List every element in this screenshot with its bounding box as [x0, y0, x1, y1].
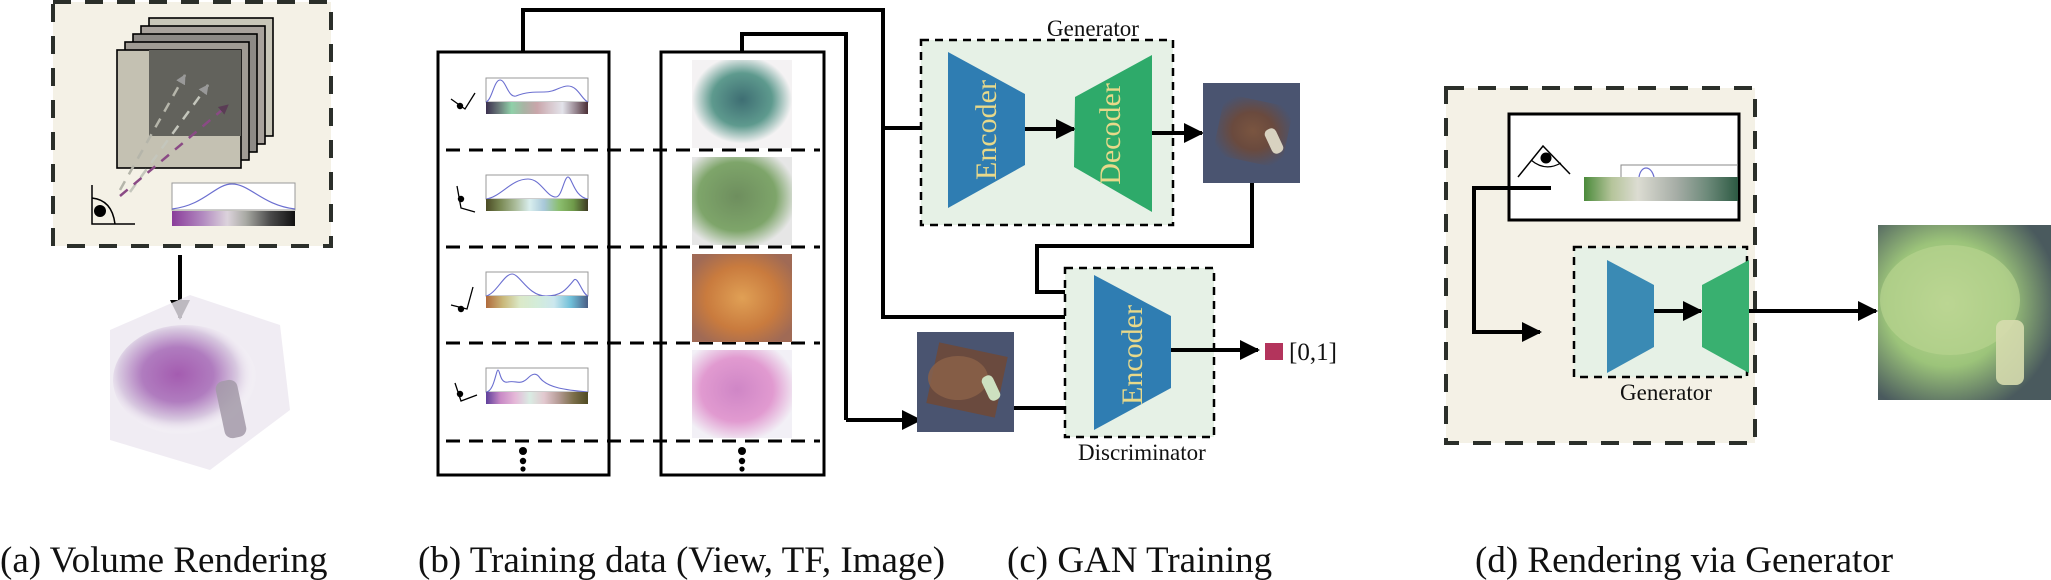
training-image	[692, 60, 792, 148]
view-eye-icon	[450, 286, 474, 313]
discriminator-encoder-block	[1094, 275, 1171, 430]
panel-d: Generator (d) Rendering via Generator	[1444, 86, 2051, 580]
training-image	[692, 350, 792, 438]
caption-c: (c) GAN Training	[1007, 540, 1272, 580]
generator-title: Generator	[1047, 16, 1139, 41]
transfer-function-widget	[485, 271, 589, 308]
generator-decoder-label: Decoder	[1094, 83, 1127, 185]
image-column	[659, 50, 826, 477]
training-row	[450, 254, 792, 342]
training-row	[450, 60, 792, 148]
view-eye-icon	[450, 92, 476, 110]
color-map-bar	[486, 392, 588, 404]
final-rendered-image	[1878, 225, 2051, 400]
rendered-volume-image-a	[110, 295, 290, 470]
generated-to-discriminator-connector	[1035, 183, 1254, 302]
color-map-bar	[486, 102, 588, 114]
panel-b: (b) Training data (View, TF, Image)	[418, 8, 964, 580]
color-map-bar	[486, 199, 588, 211]
training-row	[454, 350, 792, 438]
transfer-function-widget-a	[171, 182, 296, 226]
ground-truth-image	[917, 332, 1014, 432]
training-row	[456, 157, 792, 245]
caption-d: (d) Rendering via Generator	[1475, 540, 1893, 580]
transfer-function-widget	[485, 77, 589, 114]
discriminator-encoder-label: Encoder	[1116, 305, 1149, 405]
view-tf-column	[436, 50, 611, 477]
panel-c: Generator Encoder Decoder Encoder Discri…	[881, 16, 1337, 580]
opacity-curve	[485, 176, 589, 200]
transfer-function-widget	[485, 174, 589, 211]
panel-a: (a) Volume Rendering	[0, 0, 333, 580]
inference-generator-title: Generator	[1620, 380, 1712, 405]
view-eye-icon	[456, 185, 476, 213]
ray-arrows-icon	[118, 74, 229, 197]
output-score-label: [0,1]	[1289, 339, 1337, 366]
generator-encoder-block	[948, 52, 1025, 208]
inference-decoder-block	[1702, 260, 1749, 373]
row-dividers	[446, 148, 820, 443]
transfer-function-widget	[485, 367, 589, 404]
camera-eye-icon-d	[1517, 144, 1571, 178]
opacity-curve	[485, 79, 589, 103]
volume-slices-icon	[116, 17, 274, 169]
training-rows	[450, 60, 792, 438]
view-tf-to-discriminator-connector	[881, 128, 1092, 327]
input-to-generator-connector	[1472, 186, 1551, 342]
color-map-bar	[486, 296, 588, 308]
training-image	[692, 157, 792, 245]
generated-image	[1203, 83, 1300, 183]
training-image	[692, 254, 792, 342]
generator-encoder-label: Encoder	[970, 80, 1003, 180]
discriminator-title: Discriminator	[1078, 440, 1206, 465]
view-eye-icon	[454, 382, 478, 402]
more-rows-ellipsis	[519, 447, 746, 472]
opacity-curve	[485, 369, 589, 393]
output-score-square	[1265, 343, 1283, 360]
camera-eye-icon	[91, 185, 135, 225]
generator-decoder-block	[1074, 55, 1152, 212]
caption-b: (b) Training data (View, TF, Image)	[418, 540, 945, 580]
caption-a: (a) Volume Rendering	[0, 540, 327, 580]
inference-encoder-block	[1607, 260, 1654, 373]
connector-image	[740, 32, 848, 378]
transfer-function-widget-d	[1584, 164, 1738, 201]
connector-view-tf	[521, 8, 964, 138]
